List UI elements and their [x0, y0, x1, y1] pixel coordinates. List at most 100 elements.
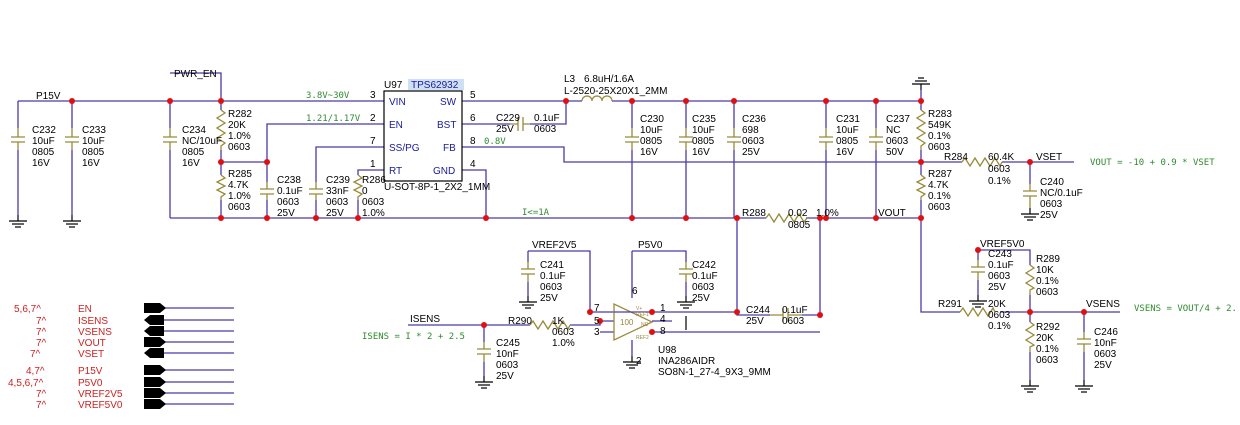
component-label: NC/0.1uF [1040, 188, 1083, 199]
component-label: 0805 [32, 147, 55, 158]
component-label: 0 [362, 186, 368, 197]
component-label: 698 [742, 125, 759, 136]
ground-icon [62, 214, 82, 228]
ground-icon [912, 77, 930, 90]
ground-icon [1074, 379, 1094, 393]
u98-pin-num: 4 [660, 314, 666, 325]
component-label: 10uF [32, 136, 55, 147]
u97-pin-num: 4 [470, 159, 476, 170]
component-label: 7^ [36, 338, 47, 349]
component-label: 0603 [928, 142, 951, 153]
component-label: ISENS [78, 316, 108, 327]
component-label: 0603 [782, 316, 805, 327]
component-label: 0.1% [1036, 276, 1059, 287]
junctions [69, 98, 1087, 335]
component-label: 7^ [36, 327, 47, 338]
component-label: 0603 [988, 271, 1011, 282]
component-label: VREF5V0 [78, 400, 123, 411]
capacitor-symbols [11, 117, 1091, 362]
component-label: 0.1% [988, 321, 1011, 332]
component-label: 549K [928, 120, 952, 131]
component-label: 0603 [1040, 199, 1063, 210]
component-label: 0805 [788, 220, 811, 231]
port-arrow-icon [144, 326, 164, 336]
ground-icon [968, 294, 988, 308]
component-label: 0603 [228, 202, 251, 213]
vin-range-note: 3.8V~30V [306, 91, 350, 101]
port-vsens: 7^ VSENS [36, 327, 112, 338]
net-pwr-en: PWR_EN [174, 69, 217, 80]
component-label: 50V [886, 147, 904, 158]
component-label: C240 [1040, 177, 1064, 188]
component-label: 10uF [692, 125, 715, 136]
component-label: P15V [78, 366, 103, 377]
component-label: 16V [32, 158, 50, 169]
port-vout: 7^VOUT [36, 338, 106, 349]
resistor-symbols [215, 109, 1036, 352]
component-label: VSET [78, 349, 104, 360]
component-label: 25V [277, 208, 295, 219]
component-label: C246 [1094, 327, 1118, 338]
u98-vplus: V+ [636, 306, 642, 312]
ground-icon [518, 295, 538, 309]
u97-pin-num: 3 [370, 90, 376, 101]
component-label: 0.1% [1036, 344, 1059, 355]
component-label: 25V [540, 293, 558, 304]
u98-ref1: REF1 [636, 312, 649, 318]
component-label: 0603 [326, 197, 349, 208]
component-label: C239 [326, 175, 350, 186]
component-label: C235 [692, 114, 716, 125]
component-label: 0603 [228, 142, 251, 153]
port-en: 5,6,7^ EN [14, 304, 92, 315]
component-label: 33nF [326, 186, 349, 197]
net-labels: PWR_EN P15V VSET VOUT ISENS VREF2V5 P5V0… [36, 69, 1120, 325]
component-label: 0.1uF [540, 271, 566, 282]
component-label: VSENS [78, 327, 112, 338]
u98-pin-num: 8 [660, 326, 666, 337]
u97-pin-rt: RT [389, 166, 402, 177]
component-label: 10K [1036, 265, 1054, 276]
component-label: C232 [32, 125, 56, 136]
component-label: R292 [1036, 322, 1060, 333]
u98-ref: U98 [658, 345, 677, 356]
ground-icon [1020, 207, 1040, 221]
component-label: 10nF [1094, 338, 1117, 349]
current-limit-note: I<=1A [522, 208, 550, 218]
component-label: EN [78, 304, 92, 315]
component-label: 4,7^ [26, 366, 45, 377]
component-label: 25V [988, 282, 1006, 293]
port-arrow-icon [144, 303, 166, 313]
component-label: 25V [742, 147, 760, 158]
u98-pin-num: 7 [594, 303, 600, 314]
u97-pin-sspg: SS/PG [389, 143, 420, 154]
inductor-l3 [581, 95, 613, 102]
component-label: 10nF [496, 349, 519, 360]
component-label: 5,6,7^ [14, 304, 41, 315]
u98-pin-num: 5 [594, 316, 600, 327]
component-label: 0.1uF [782, 305, 808, 316]
component-label: R290 [508, 316, 532, 327]
component-label: 0805 [836, 136, 859, 147]
u97-pin-num: 1 [370, 159, 376, 170]
component-label: 10uF [82, 136, 105, 147]
component-label: 1.0% [362, 208, 385, 219]
wires [17, 72, 1120, 405]
ground-symbols [8, 77, 1094, 393]
component-label: 25V [496, 124, 514, 135]
component-label: 25V [746, 316, 764, 327]
